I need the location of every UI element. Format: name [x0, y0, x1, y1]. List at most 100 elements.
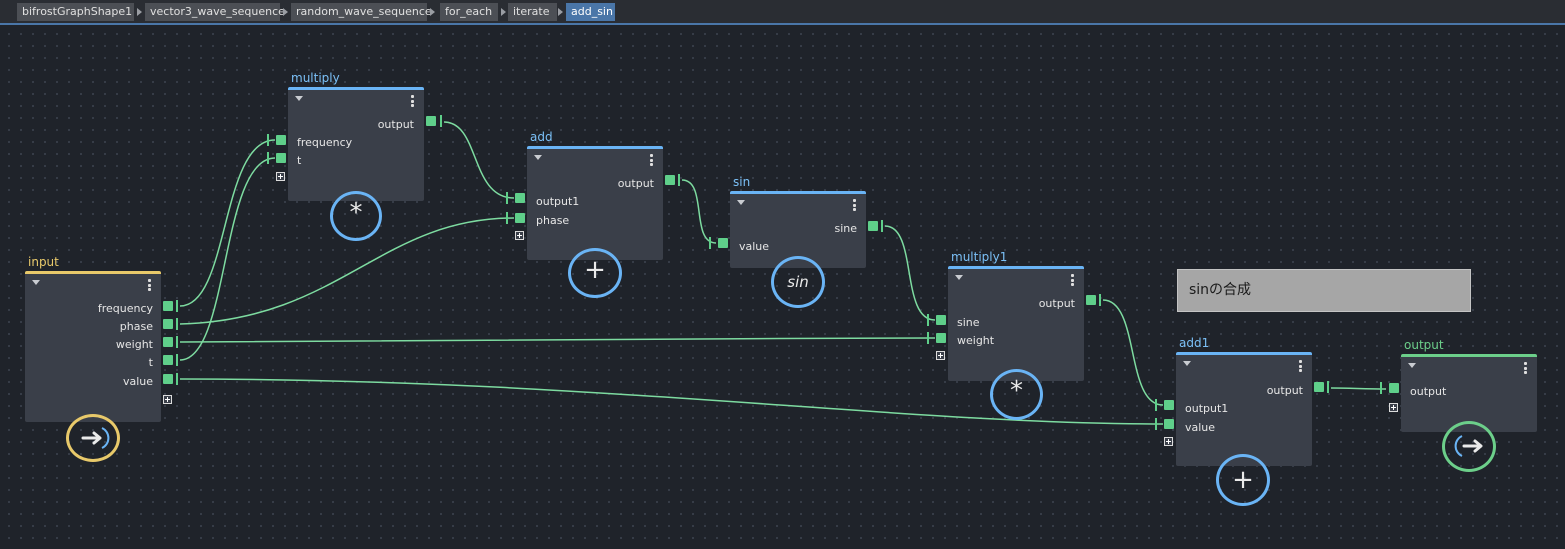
kebab-menu-icon[interactable]: [1071, 274, 1074, 288]
port-connector: [440, 115, 442, 127]
kebab-menu-icon[interactable]: [1524, 362, 1527, 376]
port-label-output1: output1: [536, 195, 580, 208]
node-multiply1[interactable]: output sine weight: [948, 266, 1084, 381]
port-connector: [1327, 381, 1329, 393]
port-connector: [506, 192, 508, 204]
add-port-icon[interactable]: [1164, 437, 1173, 446]
breadcrumb-item-bifrostgraphshape1[interactable]: bifrostGraphShape1: [17, 3, 134, 21]
port-label-sine: sine: [834, 222, 857, 235]
port-label-output: output: [1038, 297, 1075, 310]
port-add1-output[interactable]: [1314, 382, 1324, 392]
collapse-triangle-icon[interactable]: [295, 96, 303, 101]
collapse-triangle-icon[interactable]: [955, 275, 963, 280]
node-add[interactable]: output output1 phase: [527, 146, 663, 260]
port-label-value: value: [122, 375, 153, 388]
port-connector: [678, 174, 680, 186]
port-label-frequency: frequency: [297, 136, 353, 149]
port-multiply1-sine[interactable]: [936, 315, 946, 325]
port-multiply-frequency[interactable]: [276, 135, 286, 145]
port-connector: [176, 336, 178, 348]
port-output-output[interactable]: [1389, 383, 1399, 393]
port-sin-value[interactable]: [718, 238, 728, 248]
port-sin-sine[interactable]: [868, 221, 878, 231]
kebab-menu-icon[interactable]: [148, 279, 151, 293]
collapse-triangle-icon[interactable]: [1183, 361, 1191, 366]
port-multiply-t[interactable]: [276, 153, 286, 163]
wire-input-weight-to-multiply1-weight: [179, 337, 936, 343]
port-connector: [267, 152, 269, 164]
collapse-triangle-icon[interactable]: [1408, 363, 1416, 368]
wire-input-value-to-add1-value: [179, 378, 1164, 425]
multiply-op-icon: *: [330, 191, 382, 241]
wire-input-t-to-multiply-t: [179, 157, 276, 361]
port-add1-value[interactable]: [1164, 419, 1174, 429]
node-output[interactable]: output: [1401, 354, 1537, 432]
port-connector: [1380, 382, 1382, 394]
breadcrumb-item-iterate[interactable]: iterate: [508, 3, 557, 21]
port-input-phase[interactable]: [163, 319, 173, 329]
kebab-menu-icon[interactable]: [411, 95, 414, 109]
sticky-note[interactable]: sinの合成: [1177, 269, 1471, 312]
add1-op-icon: +: [1216, 454, 1270, 506]
breadcrumb-item-add-sin[interactable]: add_sin: [566, 3, 615, 21]
port-add-phase[interactable]: [515, 213, 525, 223]
port-multiply1-output[interactable]: [1086, 295, 1096, 305]
port-input-t[interactable]: [163, 355, 173, 365]
chevron-right-icon: [137, 8, 142, 16]
node-title-output: output: [1404, 338, 1444, 352]
node-title-multiply1: multiply1: [951, 250, 1008, 264]
chevron-right-icon: [501, 8, 506, 16]
port-connector: [1155, 418, 1157, 430]
add-port-icon[interactable]: [276, 172, 285, 181]
node-sin[interactable]: sine value: [730, 191, 866, 268]
port-label-frequency: frequency: [97, 302, 153, 315]
arrow-right-icon: [66, 414, 120, 462]
node-input[interactable]: frequency phase weight t value: [25, 271, 172, 422]
kebab-menu-icon[interactable]: [853, 199, 856, 213]
add-port-icon[interactable]: [936, 351, 945, 360]
add-port-icon[interactable]: [1389, 403, 1398, 412]
port-connector: [927, 314, 929, 326]
port-add-output1[interactable]: [515, 193, 525, 203]
chevron-right-icon: [558, 8, 563, 16]
port-label-t: t: [297, 154, 302, 167]
port-label-weight: weight: [115, 338, 153, 351]
breadcrumb-item-vector3-wave-sequence[interactable]: vector3_wave_sequence: [145, 3, 285, 21]
kebab-menu-icon[interactable]: [1299, 360, 1302, 374]
port-connector: [1155, 399, 1157, 411]
collapse-triangle-icon[interactable]: [534, 155, 542, 160]
chevron-right-icon: [283, 8, 288, 16]
arrow-right-icon: [1442, 421, 1496, 472]
port-multiply1-weight[interactable]: [936, 333, 946, 343]
port-input-frequency[interactable]: [163, 301, 173, 311]
collapse-triangle-icon[interactable]: [737, 200, 745, 205]
port-connector: [927, 332, 929, 344]
wire-multiply-output-to-add-output1: [443, 121, 515, 199]
node-title-sin: sin: [733, 175, 751, 189]
breadcrumb-item-random-wave-sequence[interactable]: random_wave_sequence: [291, 3, 432, 21]
node-add1[interactable]: output output1 value: [1176, 352, 1312, 466]
port-add-output[interactable]: [665, 175, 675, 185]
kebab-menu-icon[interactable]: [650, 154, 653, 168]
port-label-phase: phase: [119, 320, 153, 333]
node-multiply[interactable]: output frequency t: [288, 87, 424, 201]
breadcrumb-item-for-each[interactable]: for_each: [440, 3, 498, 21]
port-multiply-output[interactable]: [426, 116, 436, 126]
wire-add-output-to-sin-value: [681, 179, 717, 244]
node-title-add: add: [530, 130, 553, 144]
port-input-value[interactable]: [163, 374, 173, 384]
add-port-icon[interactable]: [163, 395, 172, 404]
port-add1-output1[interactable]: [1164, 400, 1174, 410]
port-label-sine: sine: [957, 316, 980, 329]
port-input-weight[interactable]: [163, 337, 173, 347]
collapse-triangle-icon[interactable]: [32, 280, 40, 285]
port-label-output: output: [377, 118, 414, 131]
port-connector: [1099, 294, 1101, 306]
add-port-icon[interactable]: [515, 231, 524, 240]
port-connector: [176, 354, 178, 366]
port-connector: [176, 373, 178, 385]
add-op-icon: +: [568, 248, 622, 298]
port-connector: [176, 318, 178, 330]
node-title-multiply: multiply: [291, 71, 340, 85]
